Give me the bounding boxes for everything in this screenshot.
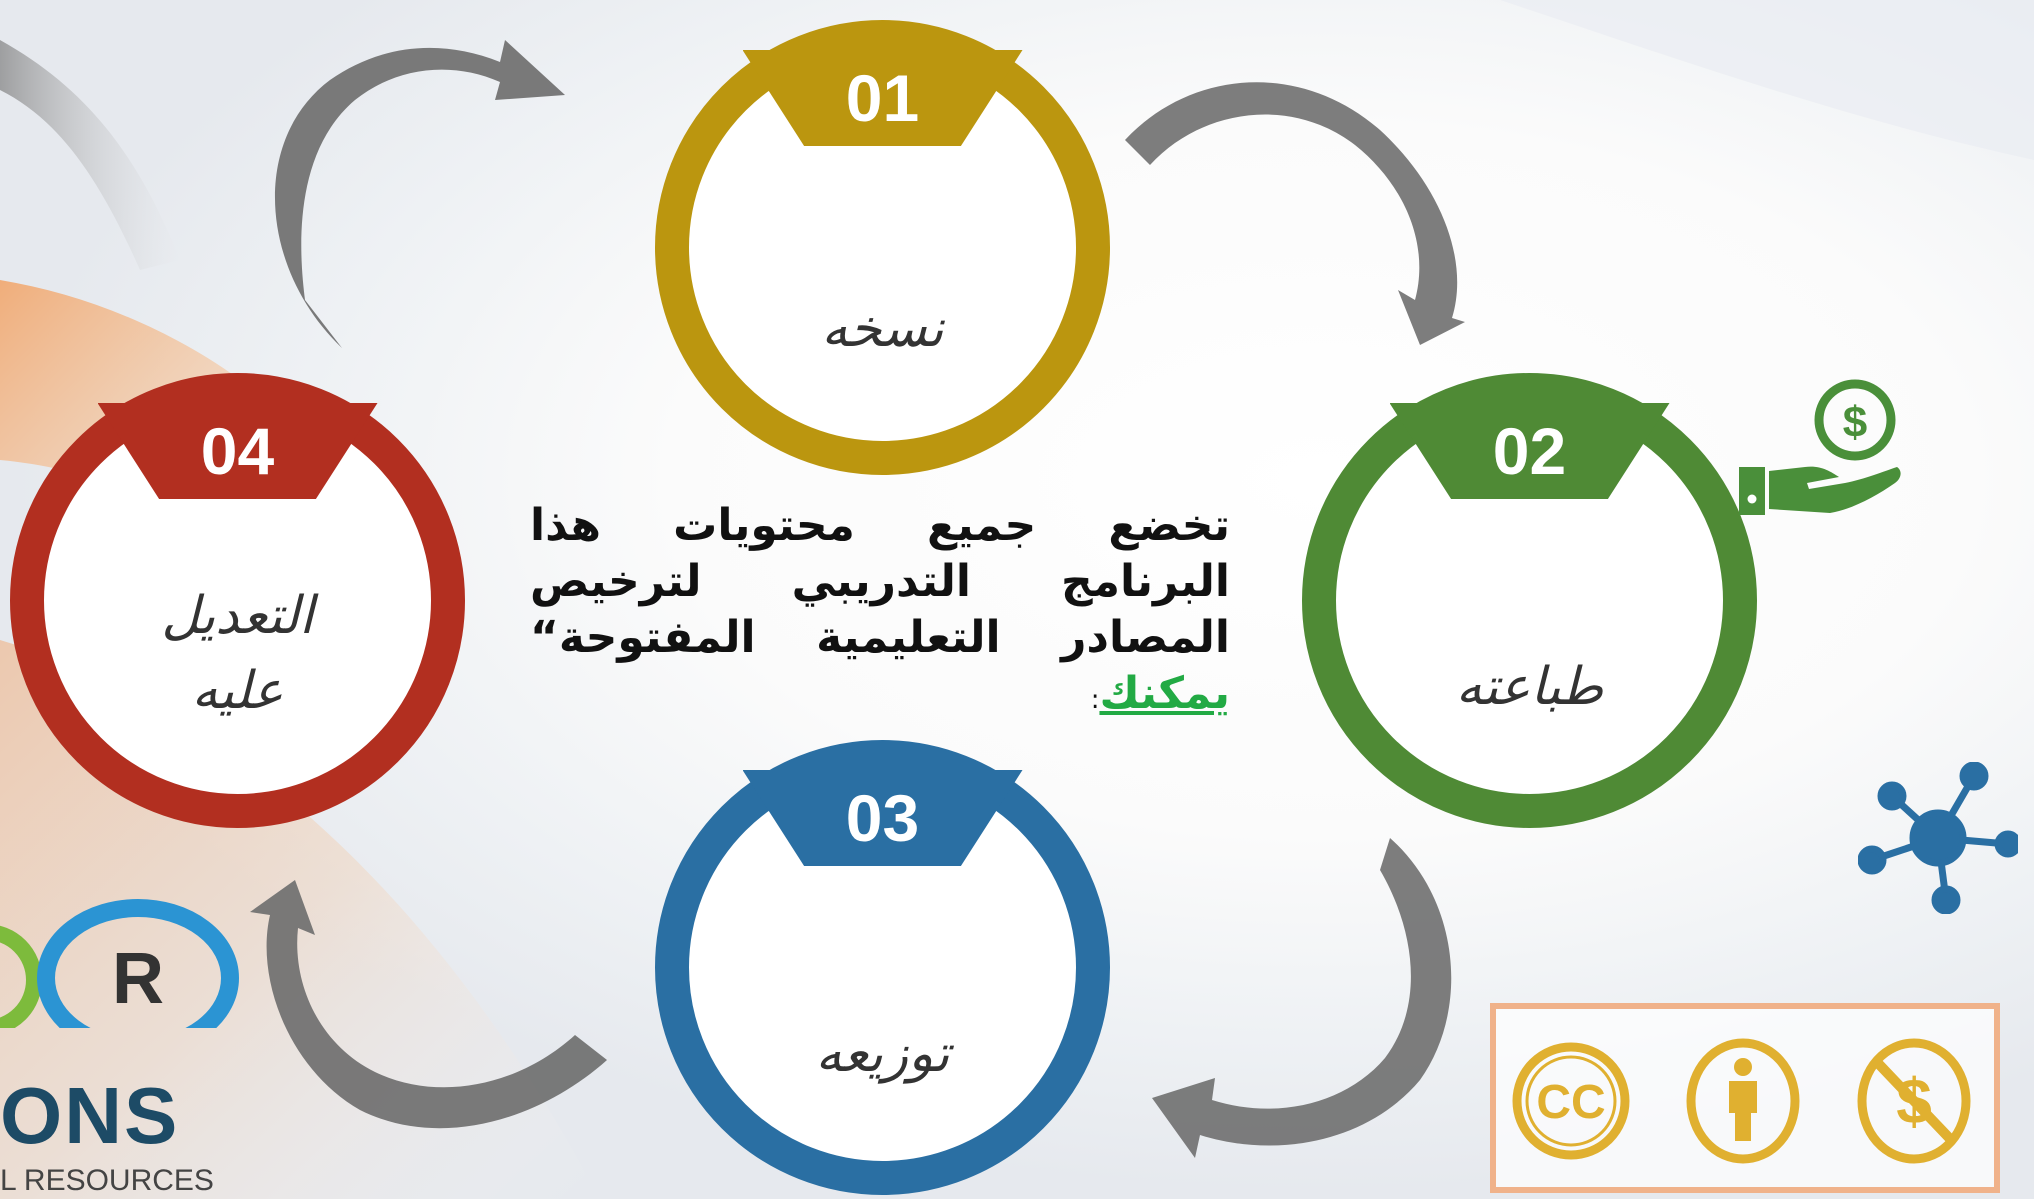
license-icons: CC $ bbox=[1512, 1038, 1971, 1164]
logo-mark: R bbox=[0, 899, 239, 1028]
network-icon bbox=[1858, 762, 2018, 914]
step-02-number: 02 bbox=[1492, 414, 1567, 488]
license-badge: CC $ bbox=[1490, 1003, 2000, 1193]
creative-commons-icon: CC bbox=[1512, 1042, 1630, 1160]
step-01-circle: 01 نسخه bbox=[655, 20, 1110, 475]
arrow-02-to-03 bbox=[1152, 838, 1452, 1158]
step-04-number-tab: 04 bbox=[97, 403, 378, 499]
step-03-label: توزيعه bbox=[815, 1024, 950, 1084]
center-statement-main: تخضع جميع محتويات هذا البرنامج التدريبي … bbox=[530, 500, 1230, 663]
step-04-circle: 04 التعديل عليه bbox=[10, 373, 465, 828]
step-01-number: 01 bbox=[845, 61, 920, 135]
attribution-person-icon bbox=[1686, 1038, 1800, 1164]
step-01-label: نسخه bbox=[821, 299, 944, 359]
money-hand-icon: $ bbox=[1739, 379, 1901, 515]
center-statement: تخضع جميع محتويات هذا البرنامج التدريبي … bbox=[530, 498, 1230, 728]
center-statement-highlight: يمكنك bbox=[1099, 668, 1230, 719]
logo-word: ONS bbox=[0, 1071, 180, 1160]
step-02-circle: 02 طباعته bbox=[1302, 373, 1757, 828]
step-04-label-line2: عليه bbox=[191, 661, 284, 722]
arrow-01-to-02 bbox=[1125, 82, 1465, 346]
center-statement-colon: : bbox=[1090, 685, 1100, 715]
cc-text: CC bbox=[1536, 1076, 1605, 1129]
step-02-label: طباعته bbox=[1455, 657, 1604, 717]
step-02-number-tab: 02 bbox=[1389, 403, 1670, 499]
logo-tagline: L RESOURCES bbox=[0, 1164, 214, 1197]
step-03-circle: 03 توزيعه bbox=[655, 740, 1110, 1195]
step-04-number: 04 bbox=[200, 414, 275, 488]
step-03-number-tab: 03 bbox=[742, 770, 1023, 866]
step-04-label: التعديل عليه bbox=[44, 579, 431, 730]
step-01-number-tab: 01 bbox=[742, 50, 1023, 146]
noncommercial-icon: $ bbox=[1857, 1038, 1971, 1164]
step-04-label-line1: التعديل bbox=[161, 586, 314, 646]
logo-letter: R bbox=[112, 939, 164, 1019]
svg-text:$: $ bbox=[1843, 398, 1867, 447]
arrow-04-to-01 bbox=[274, 40, 565, 348]
arrow-03-to-04 bbox=[250, 880, 607, 1129]
step-03-number: 03 bbox=[845, 781, 920, 855]
